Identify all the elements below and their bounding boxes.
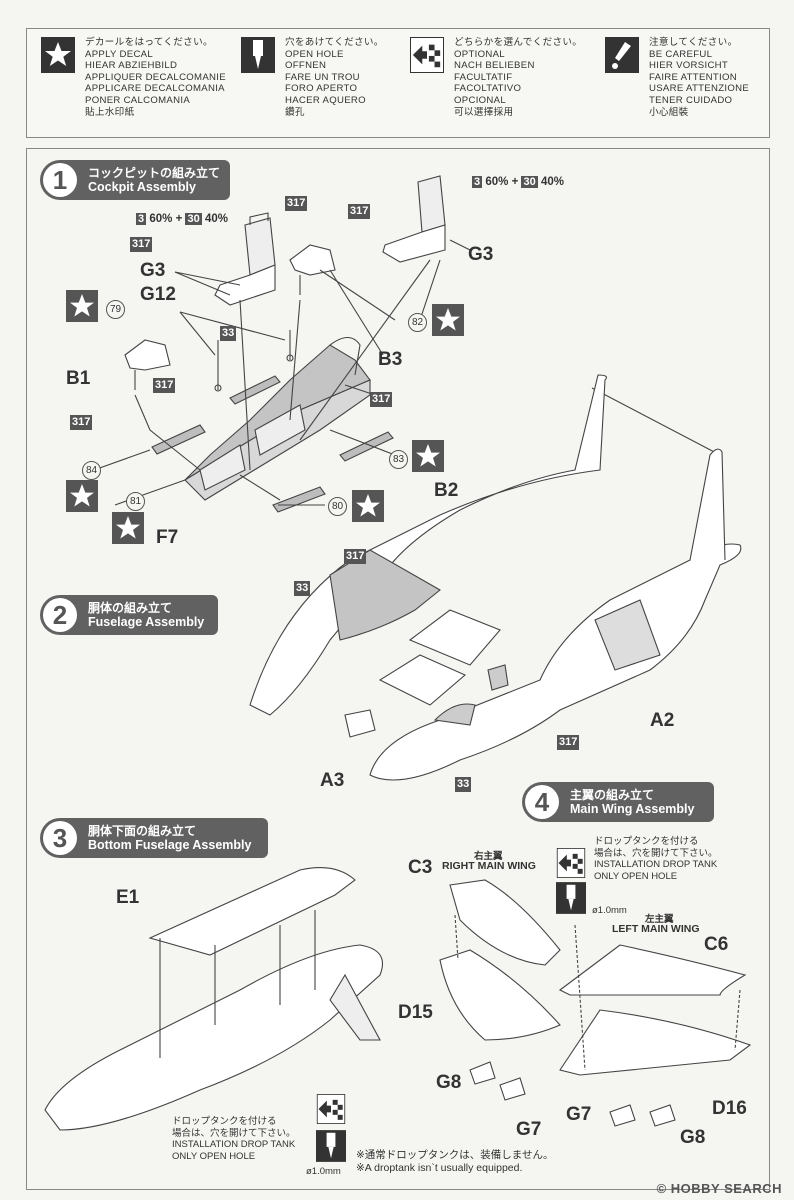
part-label-g3: G3 [140, 260, 166, 281]
hole-size: ø1.0mm [592, 905, 627, 916]
drill-icon [316, 1130, 346, 1162]
decal-number: 80 [328, 497, 347, 516]
step-title-en: Fuselage Assembly [88, 615, 205, 629]
step-title-en: Main Wing Assembly [570, 802, 695, 816]
part-label-g8-right: G8 [680, 1127, 706, 1148]
seat-g3-left [214, 212, 276, 306]
star-icon [432, 304, 464, 336]
star-icon [112, 512, 144, 544]
part-label-d16: D16 [712, 1098, 747, 1119]
part-label-e1: E1 [116, 887, 140, 908]
decal-number: 84 [82, 461, 101, 480]
part-label-b1: B1 [66, 368, 91, 389]
wing-d15 [439, 949, 561, 1101]
paint-code: 317 [70, 415, 93, 430]
star-icon [66, 480, 98, 512]
paint-code: 317 [285, 196, 308, 211]
drop-tank-note: ドロップタンクを付ける場合は、穴を開けて下さい。INSTALLATION DRO… [594, 836, 718, 882]
paint-code: 317 [344, 549, 367, 564]
part-label-a2: A2 [650, 710, 675, 731]
part-label-b2: B2 [434, 480, 459, 501]
decal-number: 82 [408, 313, 427, 332]
step-title-en: Cockpit Assembly [88, 180, 196, 194]
step-number: 2 [43, 598, 77, 632]
part-b1 [124, 339, 171, 390]
step-number: 3 [43, 821, 77, 855]
paint-code: 317 [130, 237, 153, 252]
star-icon [66, 290, 98, 322]
star-icon [41, 37, 75, 73]
watermark: © HOBBY SEARCH [656, 1181, 782, 1196]
seat-g3-right [382, 175, 446, 263]
part-label-g7: G7 [516, 1119, 542, 1140]
wing-c6-left [558, 944, 747, 996]
part-label-g8: G8 [436, 1072, 462, 1093]
step-title-jp: 胴体下面の組み立て [88, 824, 197, 838]
wing-d16 [559, 1009, 752, 1127]
step-3-header: 3 胴体下面の組み立て Bottom Fuselage Assembly [40, 818, 268, 858]
part-label-c6: C6 [704, 934, 729, 955]
left-wing-jp: 左主翼 [645, 914, 674, 925]
step-title-jp: コックピットの組み立て [88, 166, 221, 180]
step-number: 1 [43, 163, 77, 197]
footnote-jp: ※通常ドロップタンクは、装備しません。 [356, 1149, 554, 1161]
right-wing-en: RIGHT MAIN WING [442, 860, 536, 872]
step-1-header: 1 コックピットの組み立て Cockpit Assembly [40, 160, 230, 200]
part-label-a3: A3 [320, 770, 345, 791]
choice-icon [410, 37, 444, 73]
part-label-g3-right: G3 [468, 244, 494, 265]
step-4-header: 4 主翼の組み立て Main Wing Assembly [522, 782, 714, 822]
part-label-c3: C3 [408, 857, 433, 878]
step-number: 4 [525, 785, 559, 819]
part-b3 [289, 244, 336, 295]
step-title-jp: 胴体の組み立て [88, 601, 173, 615]
left-wing-en: LEFT MAIN WING [612, 923, 700, 935]
color-mix-note: 3 60% + 30 40% [136, 213, 228, 225]
decal-number: 81 [126, 492, 145, 511]
step-title-en: Bottom Fuselage Assembly [88, 838, 252, 852]
paint-code: 317 [557, 735, 580, 750]
part-label-g7-right: G7 [566, 1104, 592, 1125]
wing-c3-right [449, 879, 561, 966]
fuselage-a2 [369, 448, 742, 781]
star-icon [412, 440, 444, 472]
paint-code: 317 [153, 378, 176, 393]
paint-code: 317 [348, 204, 371, 219]
part-label-d15: D15 [398, 1002, 433, 1023]
caution-icon [605, 37, 639, 73]
hole-size-2: ø1.0mm [306, 1166, 341, 1177]
fuselage-bottom-e1 [44, 867, 384, 1131]
cockpit-tub-f7 [184, 336, 371, 501]
step-2-header: 2 胴体の組み立て Fuselage Assembly [40, 595, 218, 635]
step-title-jp: 主翼の組み立て [570, 788, 655, 802]
drop-tank-note-2: ドロップタンクを付ける場合は、穴を開けて下さい。INSTALLATION DRO… [172, 1116, 296, 1162]
footnote-en: ※A droptank isn`t usually equipped. [356, 1162, 523, 1174]
paint-code: 33 [294, 581, 311, 596]
drill-icon [241, 37, 275, 73]
decal-number: 83 [389, 450, 408, 469]
paint-code: 317 [370, 392, 393, 407]
star-icon [352, 490, 384, 522]
instruction-frame [26, 148, 770, 1190]
part-label-b3: B3 [378, 349, 403, 370]
decal-number: 79 [106, 300, 125, 319]
part-label-f7: F7 [156, 527, 179, 548]
drill-icon [556, 882, 586, 914]
part-label-g12: G12 [140, 284, 176, 305]
right-wing-jp: 右主翼 [474, 851, 503, 862]
fuselage-half-b2 [249, 374, 607, 738]
paint-code: 33 [455, 777, 472, 792]
paint-code: 33 [220, 326, 237, 341]
choice-icon [556, 848, 586, 878]
color-mix-note: 3 60% + 30 40% [472, 176, 564, 188]
choice-icon [316, 1094, 346, 1124]
